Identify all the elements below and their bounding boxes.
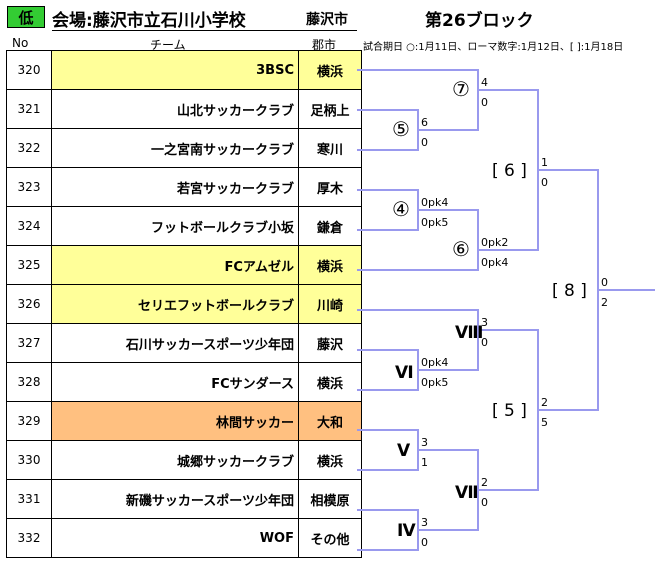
team-name: 山北サッカークラブ bbox=[51, 89, 299, 129]
score-m6-bot: 0pk4 bbox=[481, 256, 508, 269]
match-label-r4: Ⅳ bbox=[397, 521, 416, 541]
column-header-team: チーム bbox=[150, 38, 186, 52]
column-header-no: No bbox=[12, 36, 29, 50]
match-label-m6: ⑥ bbox=[452, 237, 470, 261]
category-badge: 低 bbox=[7, 6, 45, 28]
block-title: 第26ブロック bbox=[425, 11, 534, 31]
team-number: 321 bbox=[6, 89, 52, 129]
score-m5-top: 6 bbox=[421, 116, 428, 129]
match-label-b6: [ 6 ] bbox=[492, 161, 527, 181]
team-area: その他 bbox=[298, 518, 362, 558]
team-number: 324 bbox=[6, 206, 52, 246]
score-b8-top: 0 bbox=[601, 276, 608, 289]
score-b6-bot: 0 bbox=[541, 176, 548, 189]
team-area: 川崎 bbox=[298, 284, 362, 324]
score-r5-bot: 1 bbox=[421, 456, 428, 469]
score-m7-bot: 0 bbox=[481, 96, 488, 109]
team-number: 327 bbox=[6, 323, 52, 363]
score-r7-bot: 0 bbox=[481, 496, 488, 509]
match-label-r5: Ⅴ bbox=[397, 441, 411, 461]
score-m5-bot: 0 bbox=[421, 136, 428, 149]
venue-city: 藤沢市 bbox=[306, 12, 348, 28]
match-label-b5: [ 5 ] bbox=[492, 401, 527, 421]
schedule-note: 試合期日 ○:1月11日、ローマ数字:1月12日、[ ]:1月18日 bbox=[363, 42, 624, 53]
team-name: セリエフットボールクラブ bbox=[51, 284, 299, 324]
team-area: 鎌倉 bbox=[298, 206, 362, 246]
score-b5-top: 2 bbox=[541, 396, 548, 409]
team-number: 320 bbox=[6, 50, 52, 90]
score-r8-bot: 0 bbox=[481, 336, 488, 349]
score-r4-top: 3 bbox=[421, 516, 428, 529]
score-b6-top: 1 bbox=[541, 156, 548, 169]
team-name: FCアムゼル bbox=[51, 245, 299, 285]
team-name: 石川サッカースポーツ少年団 bbox=[51, 323, 299, 363]
team-number: 323 bbox=[6, 167, 52, 207]
match-label-r8: Ⅷ bbox=[455, 323, 483, 343]
team-area: 厚木 bbox=[298, 167, 362, 207]
score-m7-top: 4 bbox=[481, 76, 488, 89]
bracket-line-m7 bbox=[357, 69, 479, 131]
team-name: フットボールクラブ小坂 bbox=[51, 206, 299, 246]
team-area: 相模原 bbox=[298, 479, 362, 519]
team-area: 足柄上 bbox=[298, 89, 362, 129]
team-name: 3BSC bbox=[51, 50, 299, 90]
column-header-area: 郡市 bbox=[312, 38, 337, 52]
team-area: 藤沢 bbox=[298, 323, 362, 363]
match-label-m4: ④ bbox=[392, 197, 410, 221]
score-b8-bot: 2 bbox=[601, 296, 608, 309]
score-r5-top: 3 bbox=[421, 436, 428, 449]
match-label-m5: ⑤ bbox=[392, 117, 410, 141]
score-m6-top: 0pk2 bbox=[481, 236, 508, 249]
score-r6-bot: 0pk5 bbox=[421, 376, 448, 389]
score-r7-top: 2 bbox=[481, 476, 488, 489]
team-name: 新磯サッカースポーツ少年団 bbox=[51, 479, 299, 519]
title-underline bbox=[52, 30, 357, 31]
match-label-m7: ⑦ bbox=[452, 77, 470, 101]
score-m4-top: 0pk4 bbox=[421, 196, 448, 209]
score-r8-top: 3 bbox=[481, 316, 488, 329]
score-m4-bot: 0pk5 bbox=[421, 216, 448, 229]
match-label-r6: Ⅵ bbox=[395, 363, 414, 383]
score-r4-bot: 0 bbox=[421, 536, 428, 549]
team-area: 横浜 bbox=[298, 50, 362, 90]
team-number: 331 bbox=[6, 479, 52, 519]
team-number: 332 bbox=[6, 518, 52, 558]
match-label-r7: Ⅶ bbox=[455, 483, 479, 503]
team-number: 322 bbox=[6, 128, 52, 168]
bracket-line-m6 bbox=[357, 209, 479, 271]
bracket-line-r8 bbox=[357, 309, 479, 371]
team-name: WOF bbox=[51, 518, 299, 558]
team-number: 326 bbox=[6, 284, 52, 324]
team-name: 若宮サッカークラブ bbox=[51, 167, 299, 207]
match-label-b8: [ 8 ] bbox=[552, 281, 587, 301]
venue-title: 会場:藤沢市立石川小学校 bbox=[52, 11, 246, 31]
score-b5-bot: 5 bbox=[541, 416, 548, 429]
team-area: 大和 bbox=[298, 401, 362, 441]
team-area: 横浜 bbox=[298, 245, 362, 285]
score-r6-top: 0pk4 bbox=[421, 356, 448, 369]
team-area: 横浜 bbox=[298, 440, 362, 480]
